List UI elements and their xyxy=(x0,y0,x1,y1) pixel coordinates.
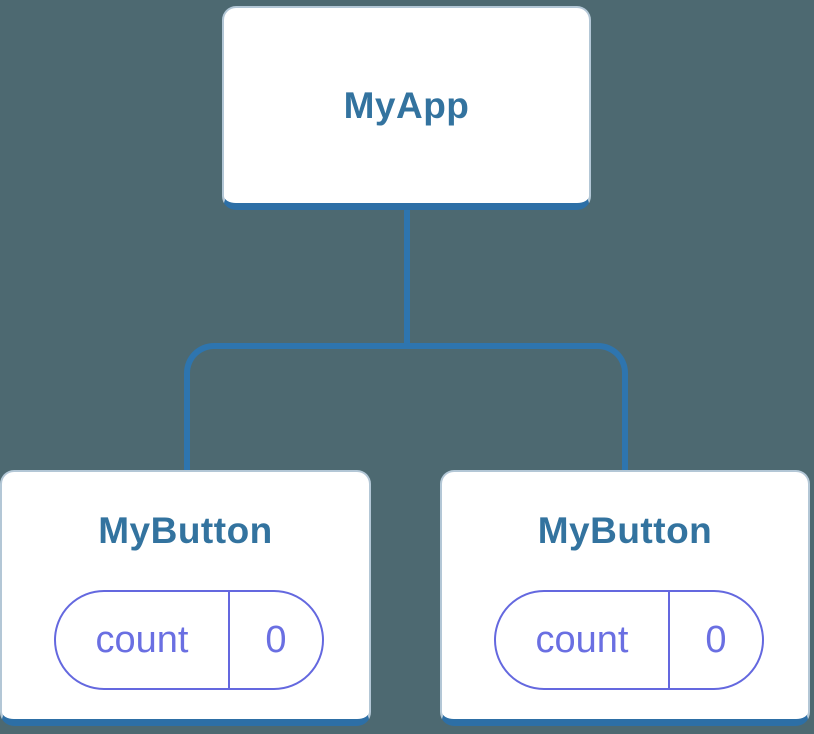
child-node-left: MyButton count 0 xyxy=(0,470,371,726)
connector-stem xyxy=(404,210,410,344)
state-pill-right-value-cell: 0 xyxy=(670,592,762,688)
state-pill-right: count 0 xyxy=(494,590,764,690)
connector-branch xyxy=(184,343,628,470)
state-pill-left-key-cell: count xyxy=(56,592,230,688)
state-pill-left-key: count xyxy=(95,618,189,661)
child-node-left-label: MyButton xyxy=(98,510,273,551)
root-node-label: MyApp xyxy=(343,84,470,126)
state-pill-left-value: 0 xyxy=(265,618,287,661)
state-pill-left: count 0 xyxy=(54,590,324,690)
child-node-right: MyButton count 0 xyxy=(440,470,810,726)
state-pill-left-value-cell: 0 xyxy=(230,592,322,688)
state-pill-right-value: 0 xyxy=(705,618,727,661)
state-pill-right-key: count xyxy=(535,618,629,661)
state-pill-right-key-cell: count xyxy=(496,592,670,688)
child-node-right-label: MyButton xyxy=(537,510,713,551)
root-node: MyApp xyxy=(222,6,591,210)
